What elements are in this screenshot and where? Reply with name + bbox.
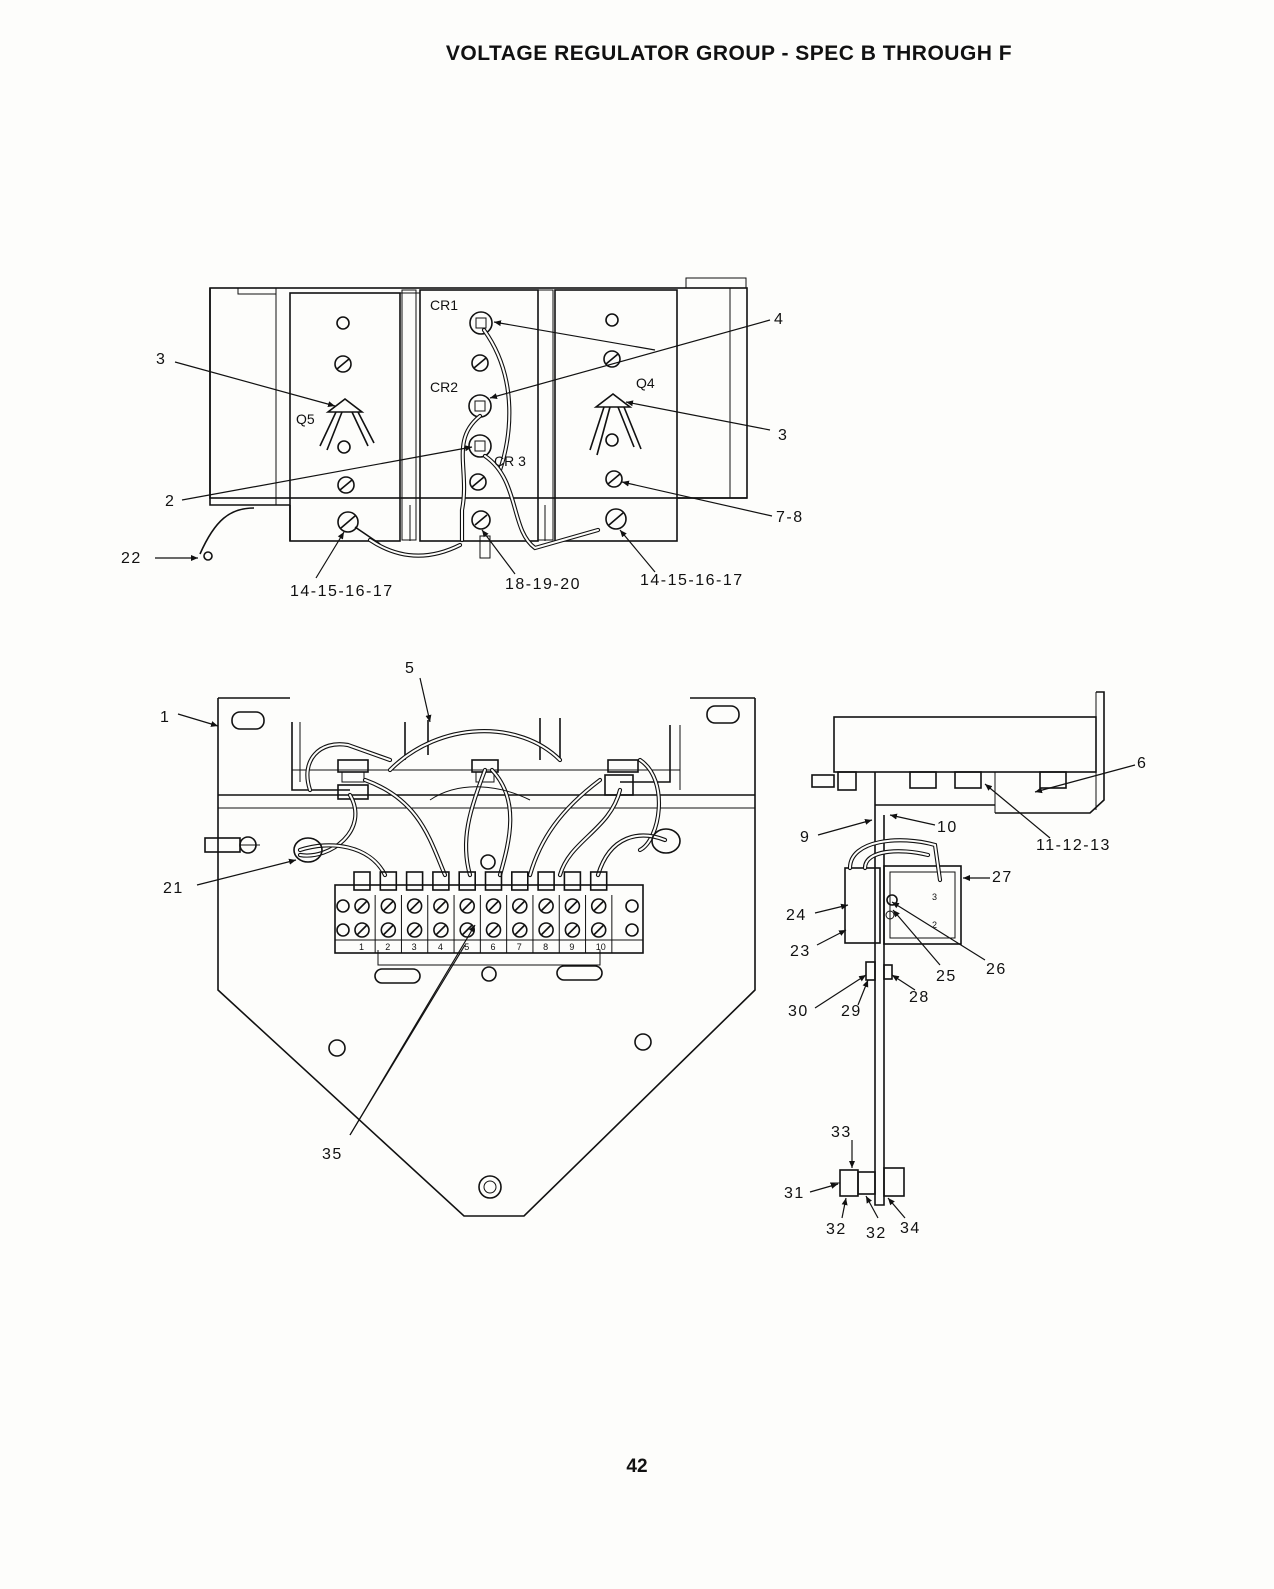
callout-18-20: 18-19-20 bbox=[505, 576, 581, 593]
left-panel-fasteners bbox=[335, 317, 358, 532]
side-housing bbox=[812, 692, 1104, 813]
callout-28: 28 bbox=[909, 989, 930, 1006]
terminal-number-label: 1 bbox=[359, 942, 364, 952]
end-screw bbox=[626, 900, 638, 912]
callout-31: 31 bbox=[784, 1185, 805, 1202]
callout-3-right: 3 bbox=[778, 427, 788, 444]
callout-21: 21 bbox=[163, 880, 184, 897]
side-view-leader-lines bbox=[810, 765, 1135, 1218]
terminal-6: 6 bbox=[486, 872, 507, 953]
callout-14-17-right: 14-15-16-17 bbox=[640, 572, 744, 589]
terminal-10: 10 bbox=[591, 872, 612, 953]
callout-25: 25 bbox=[936, 968, 957, 985]
terminal-number-label: 9 bbox=[569, 942, 574, 952]
terminal-3: 3 bbox=[407, 872, 428, 953]
mounting-plate-front-view: 1 2 3 4 5 6 7 8 9 10 1 5 21 35 bbox=[160, 660, 755, 1216]
terminal-number-label: 6 bbox=[491, 942, 496, 952]
terminal-board: 1 2 3 4 5 6 7 8 9 10 bbox=[335, 872, 643, 953]
callout-30: 30 bbox=[788, 1003, 809, 1020]
callout-24: 24 bbox=[786, 907, 807, 924]
terminal-number-label: 2 bbox=[385, 942, 390, 952]
mounting-plate bbox=[205, 698, 755, 1216]
callout-11-13: 11-12-13 bbox=[1036, 837, 1111, 854]
regulator-side-view: 3 2 bbox=[784, 692, 1147, 1242]
label-q4: Q4 bbox=[636, 375, 655, 391]
diode-cr3 bbox=[469, 435, 491, 457]
relay-terminal-3: 3 bbox=[932, 892, 937, 902]
callout-32-left: 32 bbox=[826, 1221, 847, 1238]
heat-sink-fins bbox=[292, 718, 680, 790]
callout-29: 29 bbox=[841, 1003, 862, 1020]
callout-5: 5 bbox=[405, 660, 415, 677]
terminal-2: 2 bbox=[380, 872, 401, 953]
callout-6: 6 bbox=[1137, 755, 1147, 772]
terminal-number-label: 10 bbox=[596, 942, 606, 952]
page-number: 42 bbox=[617, 1456, 657, 1478]
callout-26: 26 bbox=[986, 961, 1007, 978]
label-cr3: CR 3 bbox=[494, 453, 526, 469]
callout-3-left: 3 bbox=[156, 351, 166, 368]
diode-cr2 bbox=[469, 395, 491, 417]
terminal-9: 9 bbox=[564, 872, 585, 953]
terminal-number-label: 3 bbox=[412, 942, 417, 952]
label-cr2: CR2 bbox=[430, 379, 458, 395]
right-panel-fasteners bbox=[604, 314, 626, 529]
callout-7-8: 7-8 bbox=[776, 509, 804, 526]
vertical-bracket bbox=[875, 805, 884, 1205]
callout-1: 1 bbox=[160, 709, 170, 726]
callout-32-right: 32 bbox=[866, 1225, 887, 1242]
terminal-1: 1 bbox=[354, 872, 375, 953]
end-screw bbox=[337, 900, 349, 912]
terminal-5: 5 bbox=[459, 872, 480, 953]
terminal-7: 7 bbox=[512, 872, 533, 953]
terminal-8: 8 bbox=[538, 872, 559, 953]
end-screw bbox=[626, 924, 638, 936]
callout-27: 27 bbox=[992, 869, 1013, 886]
callout-33: 33 bbox=[831, 1124, 852, 1141]
callout-4: 4 bbox=[774, 311, 784, 328]
terminal-number-label: 8 bbox=[543, 942, 548, 952]
middle-panel-fasteners bbox=[470, 355, 490, 529]
wiring-harness bbox=[294, 731, 680, 875]
callout-35: 35 bbox=[322, 1146, 343, 1163]
heat-sink-top-view: CR1 CR2 CR 3 Q5 Q4 3 3 4 2 bbox=[121, 278, 804, 600]
callout-14-17-left: 14-15-16-17 bbox=[290, 583, 394, 600]
callout-23: 23 bbox=[790, 943, 811, 960]
callout-34: 34 bbox=[900, 1220, 921, 1237]
callout-2: 2 bbox=[165, 493, 175, 510]
callout-9: 9 bbox=[800, 829, 810, 846]
terminal-number-label: 7 bbox=[517, 942, 522, 952]
callout-22: 22 bbox=[121, 550, 142, 567]
diode-cr1 bbox=[470, 312, 492, 334]
terminal-number-label: 4 bbox=[438, 942, 443, 952]
bracket-fasteners bbox=[830, 962, 904, 1196]
callout-10: 10 bbox=[937, 819, 958, 836]
terminal-columns: 1 2 3 4 5 6 7 8 9 10 bbox=[337, 872, 638, 953]
relay: 3 2 bbox=[845, 840, 961, 944]
label-q5: Q5 bbox=[296, 411, 315, 427]
terminal-number-label: 5 bbox=[464, 942, 469, 952]
end-screw bbox=[337, 924, 349, 936]
terminal-4: 4 bbox=[433, 872, 454, 953]
label-cr1: CR1 bbox=[430, 297, 458, 313]
